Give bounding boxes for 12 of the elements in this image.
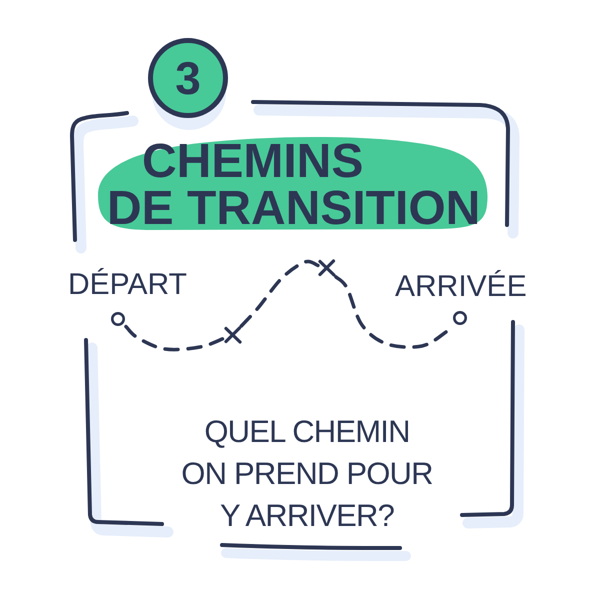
cross-mark	[318, 259, 336, 277]
number-circle	[146, 36, 230, 132]
cross-mark	[224, 326, 242, 344]
start-marker	[110, 311, 126, 327]
dashed-path	[124, 324, 226, 352]
title-text: CHEMINS DE TRANSITION	[107, 138, 480, 232]
step-number: 3	[175, 55, 201, 101]
question-text: QUEL CHEMIN ON PREND POUR Y ARRIVER?	[181, 413, 433, 535]
start-label: DÉPART	[68, 268, 187, 302]
end-label: ARRIVÉE	[395, 270, 527, 304]
dashed-path	[240, 260, 320, 328]
end-marker	[452, 310, 468, 326]
